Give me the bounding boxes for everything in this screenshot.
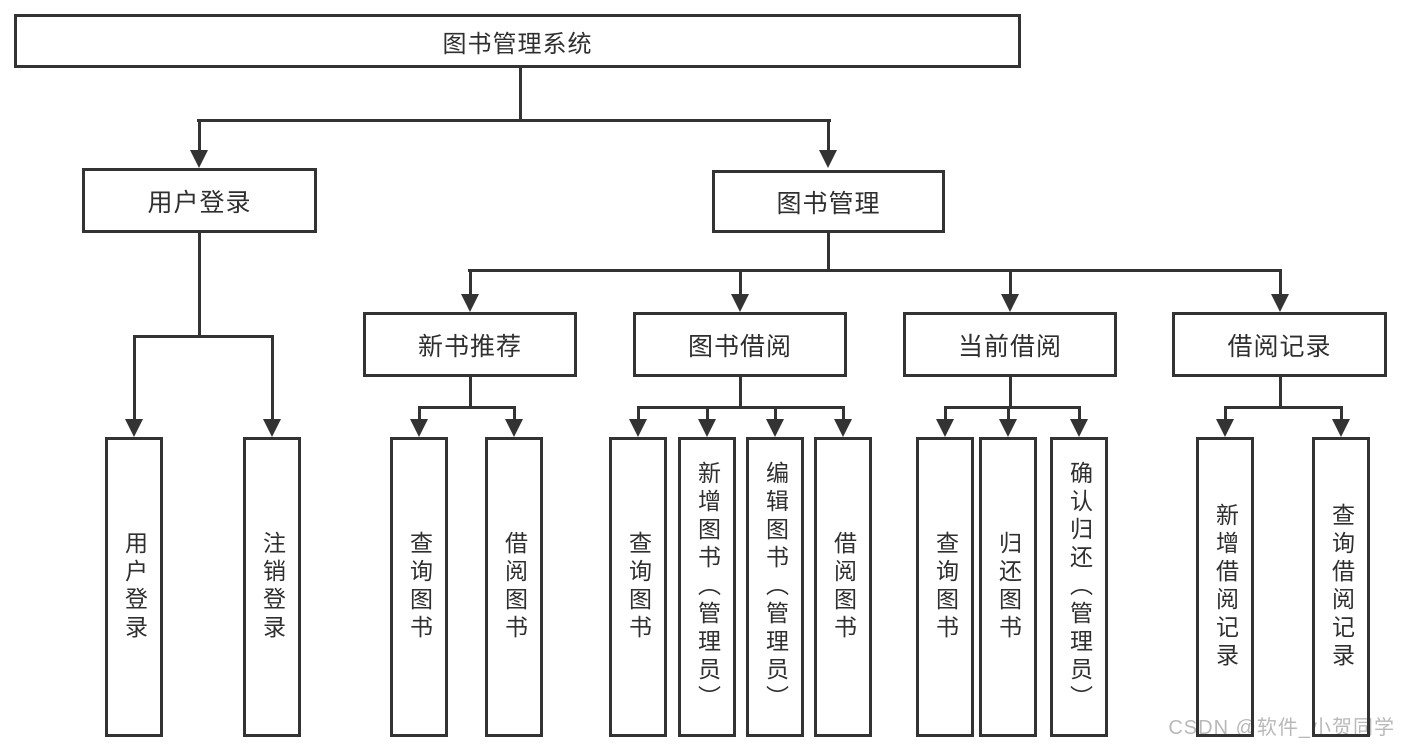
connector-user-login-stem: [198, 233, 201, 336]
connector-drop-login: [133, 335, 136, 421]
connector-current-stem: [1009, 377, 1012, 409]
node-label: 查询图书: [406, 531, 433, 643]
node-label: 确认归还（管理员）: [1066, 461, 1093, 713]
arrowhead: [461, 294, 479, 312]
arrowhead: [629, 419, 647, 437]
arrowhead: [410, 419, 428, 437]
node-leaf-user-login: 用户登录: [105, 437, 163, 737]
connector-drop: [944, 406, 947, 421]
node-leaf-logout: 注销登录: [243, 437, 301, 737]
connector-drop-book-mgmt: [827, 119, 830, 153]
node-label: 图书借阅: [687, 332, 792, 361]
node-book-borrow: 图书借阅: [633, 312, 847, 377]
node-label: 编辑图书（管理员）: [762, 461, 789, 713]
node-leaf-add-borrow-record: 新增借阅记录: [1196, 437, 1254, 737]
node-label: 借阅记录: [1227, 332, 1332, 361]
arrowhead: [766, 419, 784, 437]
connector-drop: [774, 406, 777, 421]
node-label: 新增图书（管理员）: [694, 461, 721, 713]
connector-drop-logout: [271, 335, 274, 421]
connector-new-books-rail: [418, 406, 516, 409]
arrowhead: [1271, 294, 1289, 312]
connector-new-books-stem: [469, 377, 472, 409]
node-label: 用户登录: [121, 531, 148, 643]
node-library-system-root: 图书管理系统: [14, 14, 1021, 68]
arrowhead: [834, 419, 852, 437]
node-label: 借阅图书: [501, 531, 528, 643]
connector-book-mgmt-rail: [468, 269, 1281, 272]
node-leaf-confirm-return-admin: 确认归还（管理员）: [1050, 437, 1108, 737]
arrowhead: [505, 419, 523, 437]
node-leaf-edit-book-admin: 编辑图书（管理员）: [746, 437, 804, 737]
node-label: 归还图书: [995, 531, 1022, 643]
arrowhead: [125, 419, 143, 437]
node-label: 当前借阅: [957, 332, 1062, 361]
connector-borrow-rail: [637, 406, 845, 409]
arrowhead: [190, 150, 208, 168]
node-book-mgmt: 图书管理: [712, 170, 945, 233]
connector-records-stem: [1279, 377, 1282, 409]
connector-drop: [1007, 406, 1010, 421]
connector-current-rail: [944, 406, 1081, 409]
connector-drop-records: [1279, 269, 1282, 296]
arrowhead: [936, 419, 954, 437]
connector-drop-user-login: [198, 119, 201, 153]
arrowhead: [263, 419, 281, 437]
arrowhead: [1216, 419, 1234, 437]
node-label: 注销登录: [259, 531, 286, 643]
node-leaf-borrow-books-1: 借阅图书: [485, 437, 543, 737]
connector-root-stem: [519, 66, 522, 120]
node-leaf-return-book: 归还图书: [979, 437, 1037, 737]
connector-drop-current: [1009, 269, 1012, 296]
connector-drop-borrow: [739, 269, 742, 296]
node-label: 借阅图书: [830, 531, 857, 643]
connector-root-rail: [197, 119, 831, 122]
node-leaf-query-books-2: 查询图书: [609, 437, 667, 737]
node-leaf-query-borrow-record: 查询借阅记录: [1312, 437, 1370, 737]
node-leaf-add-book-admin: 新增图书（管理员）: [678, 437, 736, 737]
connector-drop: [513, 406, 516, 421]
connector-drop: [637, 406, 640, 421]
connector-book-mgmt-stem: [827, 233, 830, 272]
arrowhead: [1001, 294, 1019, 312]
node-label: 新增借阅记录: [1212, 503, 1239, 671]
connector-user-login-rail: [133, 335, 273, 338]
connector-drop: [1340, 406, 1343, 421]
csdn-watermark: CSDN @软件_小贺同学: [1168, 717, 1395, 739]
connector-borrow-stem: [739, 377, 742, 409]
connector-drop: [1224, 406, 1227, 421]
node-leaf-borrow-books-2: 借阅图书: [814, 437, 872, 737]
connector-records-rail: [1224, 406, 1343, 409]
node-label: 查询图书: [932, 531, 959, 643]
node-user-login: 用户登录: [82, 168, 317, 233]
arrowhead: [999, 419, 1017, 437]
node-label: 图书管理系统: [442, 30, 593, 58]
node-label: 新书推荐: [417, 332, 522, 361]
node-current-borrow: 当前借阅: [903, 312, 1117, 377]
arrowhead: [731, 294, 749, 312]
connector-drop: [1078, 406, 1081, 421]
node-new-books: 新书推荐: [363, 312, 577, 377]
node-leaf-query-books-3: 查询图书: [916, 437, 974, 737]
node-label: 查询借阅记录: [1328, 503, 1355, 671]
arrowhead: [819, 150, 837, 168]
connector-drop: [842, 406, 845, 421]
arrowhead: [1070, 419, 1088, 437]
arrowhead: [698, 419, 716, 437]
node-label: 用户登录: [147, 188, 252, 217]
node-leaf-query-books-1: 查询图书: [390, 437, 448, 737]
connector-drop: [418, 406, 421, 421]
node-borrow-records: 借阅记录: [1172, 312, 1387, 377]
node-label: 查询图书: [625, 531, 652, 643]
connector-drop: [706, 406, 709, 421]
connector-drop-new-books: [469, 269, 472, 296]
node-label: 图书管理: [776, 189, 881, 218]
arrowhead: [1332, 419, 1350, 437]
